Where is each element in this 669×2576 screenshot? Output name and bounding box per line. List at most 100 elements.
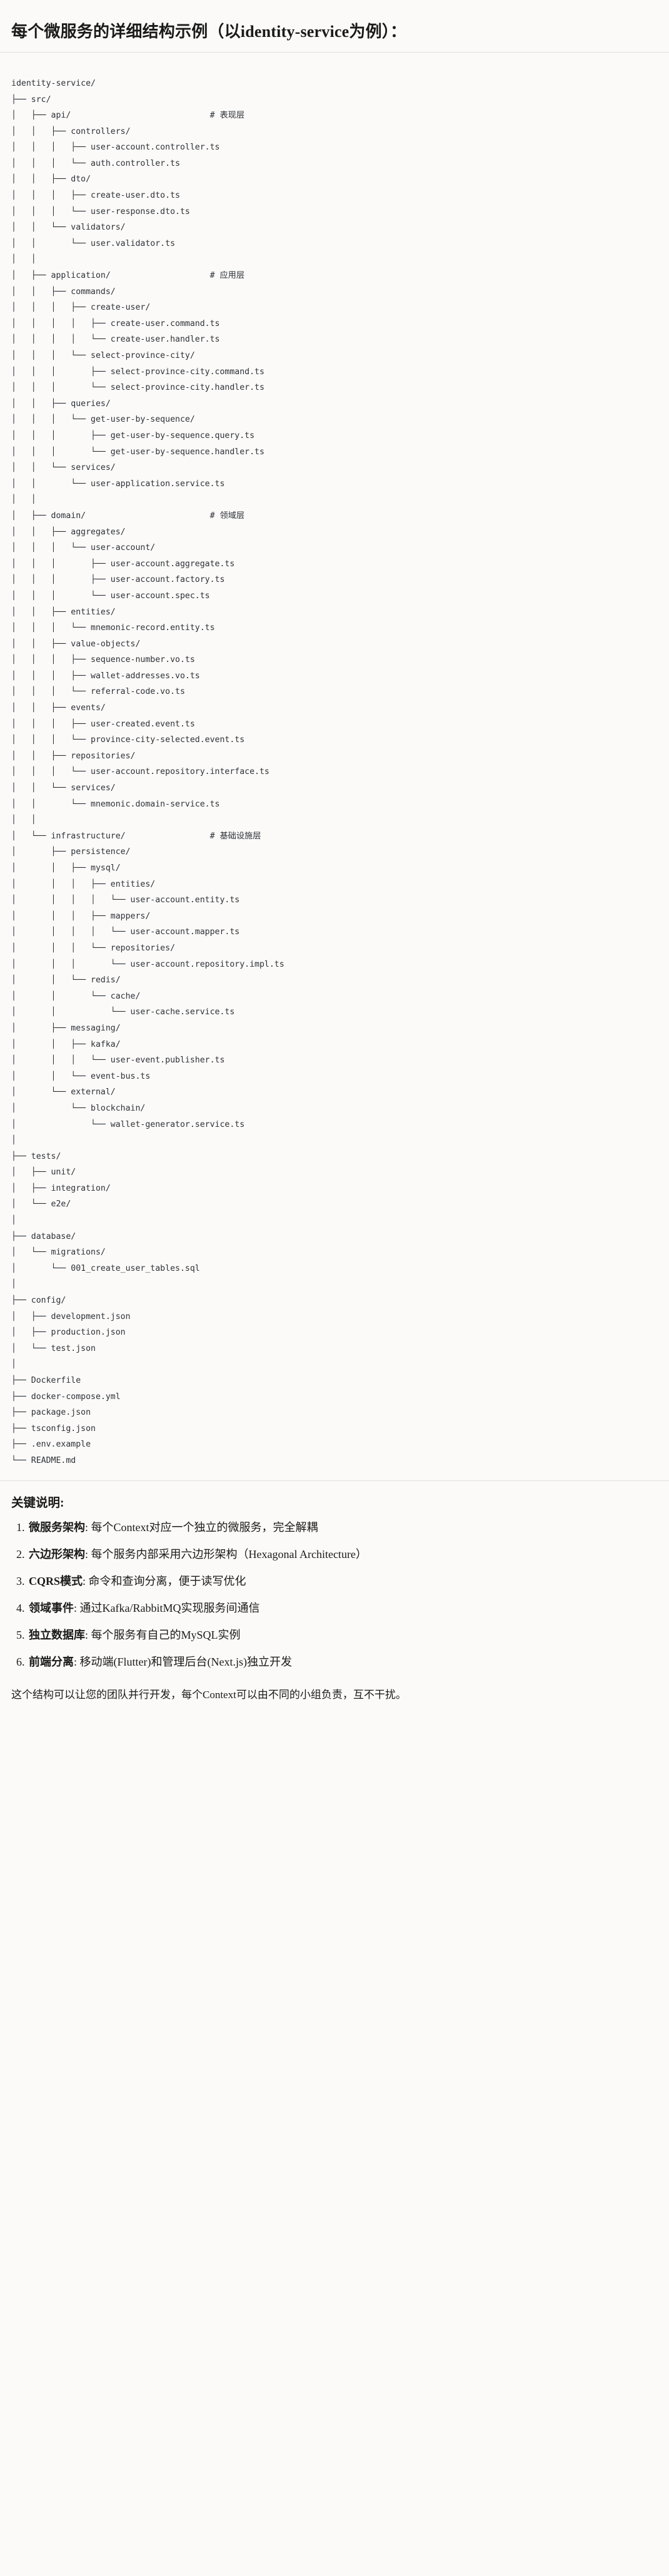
tree-line: │ │ ├── controllers/	[11, 126, 131, 136]
tree-line: │ │ ├── dto/	[11, 175, 91, 185]
tree-line: │ │ ├── value-objects/	[11, 639, 141, 649]
tree-line: │	[11, 1136, 16, 1146]
tree-line: │ │ │ │ └── user-account.entity.ts	[11, 895, 240, 905]
key-note-term: CQRS模式	[29, 1574, 83, 1587]
tree-line: │ │ │ │ ├── create-user.command.ts	[11, 318, 220, 328]
tree-line-comment: # 基础设施层	[209, 831, 261, 841]
key-note-term: 独立数据库	[29, 1628, 85, 1641]
tree-line: ├── Dockerfile	[11, 1376, 81, 1385]
tree-line: │ │ ├── aggregates/	[11, 527, 126, 537]
tree-line: │ │ └── redis/	[11, 975, 121, 985]
tree-line: │ ├── messaging/	[11, 1023, 121, 1033]
tree-line: │ │ │ ├── create-user/	[11, 303, 151, 313]
tree-line: │ └── migrations/	[11, 1248, 106, 1258]
tree-line: │	[11, 1216, 16, 1226]
tree-line: │ │	[11, 815, 36, 825]
tree-line: │ │ │ └── get-user-by-sequence/	[11, 415, 195, 425]
tree-line-comment: # 应用层	[209, 271, 245, 281]
tree-line: │ │ │ └── user-account.repository.impl.t…	[11, 959, 284, 969]
tree-line-path: │ ├── application/	[11, 271, 210, 281]
tree-line: │ │ │ ├── user-account.aggregate.ts	[11, 559, 235, 569]
key-note-desc: : 移动端(Flutter)和管理后台(Next.js)独立开发	[74, 1655, 292, 1668]
tree-line: │ └── wallet-generator.service.ts	[11, 1119, 245, 1129]
tree-line: │ │	[11, 255, 36, 265]
tree-line: │ │ │ │ └── user-account.mapper.ts	[11, 927, 240, 937]
tree-line: │	[11, 1280, 16, 1290]
tree-line: │ ├── application/ # 应用层	[11, 271, 244, 280]
key-notes-section: 关键说明: 微服务架构: 每个Context对应一个独立的微服务，完全解耦六边形…	[0, 1480, 669, 1684]
tree-line: │ │ │ ├── mappers/	[11, 911, 151, 921]
tree-line: │ │ └── event-bus.ts	[11, 1071, 151, 1081]
tree-line: │ │ │ ├── user-account.controller.ts	[11, 143, 220, 153]
tree-line: ├── package.json	[11, 1408, 91, 1418]
page-title: 每个微服务的详细结构示例（以identity-service为例）：	[0, 11, 669, 53]
tree-line: │ │ │ └── auth.controller.ts	[11, 158, 180, 168]
tree-line: │ │ │ ├── create-user.dto.ts	[11, 191, 180, 201]
tree-line: │ ├── unit/	[11, 1168, 76, 1178]
key-notes-title: 关键说明:	[11, 1496, 64, 1510]
tree-line: │ │ └── user-cache.service.ts	[11, 1007, 235, 1017]
tree-line: │ │ │ ├── entities/	[11, 879, 156, 889]
tree-line: │ │ │ └── get-user-by-sequence.handler.t…	[11, 447, 264, 457]
key-note-desc: : 每个Context对应一个独立的微服务，完全解耦	[85, 1520, 318, 1534]
key-note-desc: : 命令和查询分离，便于读写优化	[83, 1574, 246, 1587]
tree-line: │ │ │ └── user-account/	[11, 543, 156, 553]
tree-line: │ │ │ ├── wallet-addresses.vo.ts	[11, 671, 200, 681]
tree-line: │ │ ├── events/	[11, 703, 106, 713]
tree-line: ├── tsconfig.json	[11, 1423, 96, 1433]
tree-line: │ │ │ ├── user-created.event.ts	[11, 719, 195, 729]
key-note-term: 微服务架构	[29, 1520, 85, 1534]
directory-tree: identity-service/ ├── src/ │ ├── api/ # …	[11, 76, 658, 1469]
key-note-term: 六边形架构	[29, 1547, 85, 1560]
tree-line: ├── docker-compose.yml	[11, 1392, 121, 1402]
tree-line: │ │ ├── repositories/	[11, 751, 136, 761]
tree-line: │ │ │ └── mnemonic-record.entity.ts	[11, 623, 215, 633]
key-note-item: 六边形架构: 每个服务内部采用六边形架构（Hexagonal Architect…	[28, 1546, 658, 1563]
tree-line-path: │ ├── domain/	[11, 511, 210, 521]
tree-line: │ │ │ ├── get-user-by-sequence.query.ts	[11, 430, 255, 440]
tree-line: │ ├── persistence/	[11, 847, 131, 857]
tree-line: │ │ │ ├── select-province-city.command.t…	[11, 367, 264, 377]
tree-line-comment: # 表现层	[209, 111, 245, 121]
directory-tree-block: identity-service/ ├── src/ │ ├── api/ # …	[0, 63, 669, 1480]
key-note-term: 领域事件	[29, 1601, 74, 1614]
tree-line: ├── src/	[11, 94, 51, 104]
tree-line: ├── database/	[11, 1231, 76, 1241]
tree-line: │ │ │ └── user-event.publisher.ts	[11, 1056, 225, 1066]
tree-line: │	[11, 1360, 16, 1370]
tree-line: │ ├── domain/ # 领域层	[11, 511, 244, 521]
tree-line: │ │ │ └── province-city-selected.event.t…	[11, 735, 245, 745]
key-notes-list: 微服务架构: 每个Context对应一个独立的微服务，完全解耦六边形架构: 每个…	[11, 1519, 658, 1671]
tree-line: ├── .env.example	[11, 1440, 91, 1450]
tree-line: │ │ ├── mysql/	[11, 863, 121, 873]
tree-line: │ │ └── user.validator.ts	[11, 238, 176, 248]
key-note-item: 微服务架构: 每个Context对应一个独立的微服务，完全解耦	[28, 1519, 658, 1536]
tree-line: │ │ └── services/	[11, 783, 116, 793]
key-note-item: CQRS模式: 命令和查询分离，便于读写优化	[28, 1573, 658, 1590]
tree-line: │ └── external/	[11, 1087, 116, 1097]
tree-line: │ │ └── user-application.service.ts	[11, 479, 225, 489]
key-note-desc: : 每个服务内部采用六边形架构（Hexagonal Architecture）	[85, 1547, 367, 1560]
tree-line: │ │ └── mnemonic.domain-service.ts	[11, 799, 220, 809]
document-page: 每个微服务的详细结构示例（以identity-service为例）： ident…	[0, 11, 669, 1717]
tree-line: │ │ ├── kafka/	[11, 1039, 121, 1049]
key-note-item: 独立数据库: 每个服务有自己的MySQL实例	[28, 1627, 658, 1644]
tree-line: │ │ │ └── user-account.spec.ts	[11, 591, 210, 601]
key-note-item: 领域事件: 通过Kafka/RabbitMQ实现服务间通信	[28, 1600, 658, 1617]
tree-line: │ │ │ └── user-account.repository.interf…	[11, 767, 269, 777]
tree-line: │ └── 001_create_user_tables.sql	[11, 1263, 200, 1273]
tree-line: │ └── test.json	[11, 1343, 96, 1353]
key-note-item: 前端分离: 移动端(Flutter)和管理后台(Next.js)独立开发	[28, 1654, 658, 1671]
tree-line: └── README.md	[11, 1455, 76, 1465]
key-note-desc: : 每个服务有自己的MySQL实例	[85, 1628, 241, 1641]
tree-line: ├── config/	[11, 1296, 66, 1306]
tree-line-comment: # 领域层	[209, 511, 245, 521]
tree-line: │ ├── production.json	[11, 1328, 126, 1338]
tree-line: identity-service/	[11, 78, 96, 88]
tree-line: │ │ │ └── select-province-city/	[11, 351, 195, 360]
tree-line: │ ├── integration/	[11, 1183, 111, 1193]
tree-line: │ │ │ └── select-province-city.handler.t…	[11, 383, 264, 393]
tree-line: │ │ │ └── user-response.dto.ts	[11, 206, 190, 216]
tree-line: │ │ ├── commands/	[11, 287, 116, 297]
tree-line: │ └── e2e/	[11, 1199, 71, 1209]
